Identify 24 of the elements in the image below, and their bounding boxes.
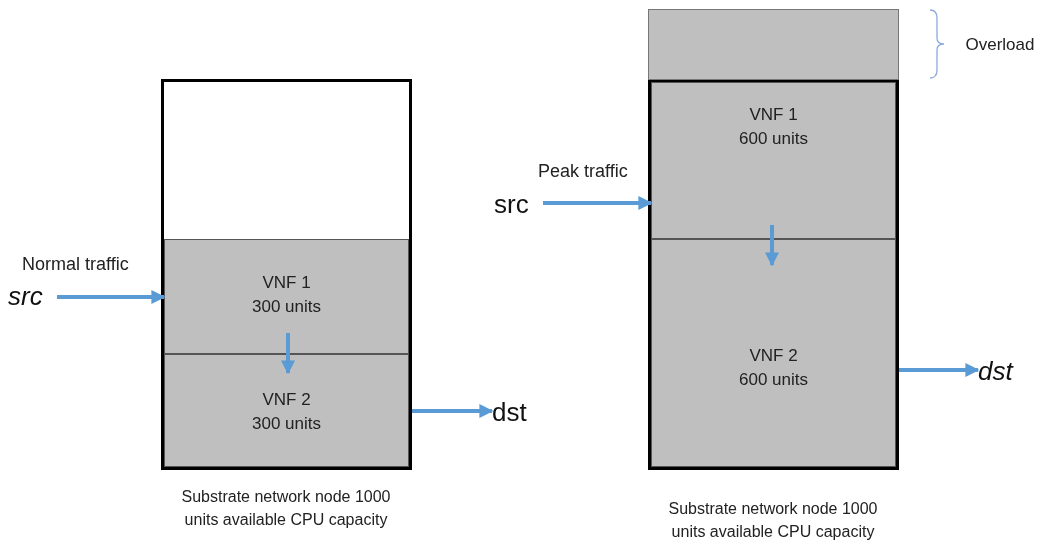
vnf-block — [651, 82, 896, 239]
arrow — [899, 363, 980, 377]
arrow — [281, 333, 295, 375]
vnf-block — [651, 239, 896, 467]
vnf-block — [164, 354, 409, 467]
vnf-label: VNF 1 600 units — [738, 104, 809, 150]
substrate-node-box — [648, 79, 899, 470]
arrow — [543, 196, 653, 210]
overload-label: Overload — [964, 34, 1036, 56]
terminal-label: dst — [978, 356, 1026, 388]
arrow — [765, 225, 779, 267]
substrate-node-box — [161, 79, 412, 470]
node-caption: Substrate network node 1000 units available CPU capacity — [180, 487, 392, 530]
vnf-label: VNF 1 300 units — [251, 272, 322, 318]
node-caption: Substrate network node 1000 units available CPU capacity — [667, 499, 879, 542]
vnf-block — [164, 239, 409, 354]
terminal-label: src — [494, 189, 540, 221]
vnf-label: VNF 2 300 units — [251, 389, 322, 435]
terminal-label: dst — [492, 397, 538, 429]
arrow — [412, 404, 494, 418]
vnf-label: VNF 2 600 units — [738, 345, 809, 391]
arrow — [57, 290, 166, 304]
terminal-label: src — [8, 281, 54, 313]
overload-block — [648, 9, 899, 80]
